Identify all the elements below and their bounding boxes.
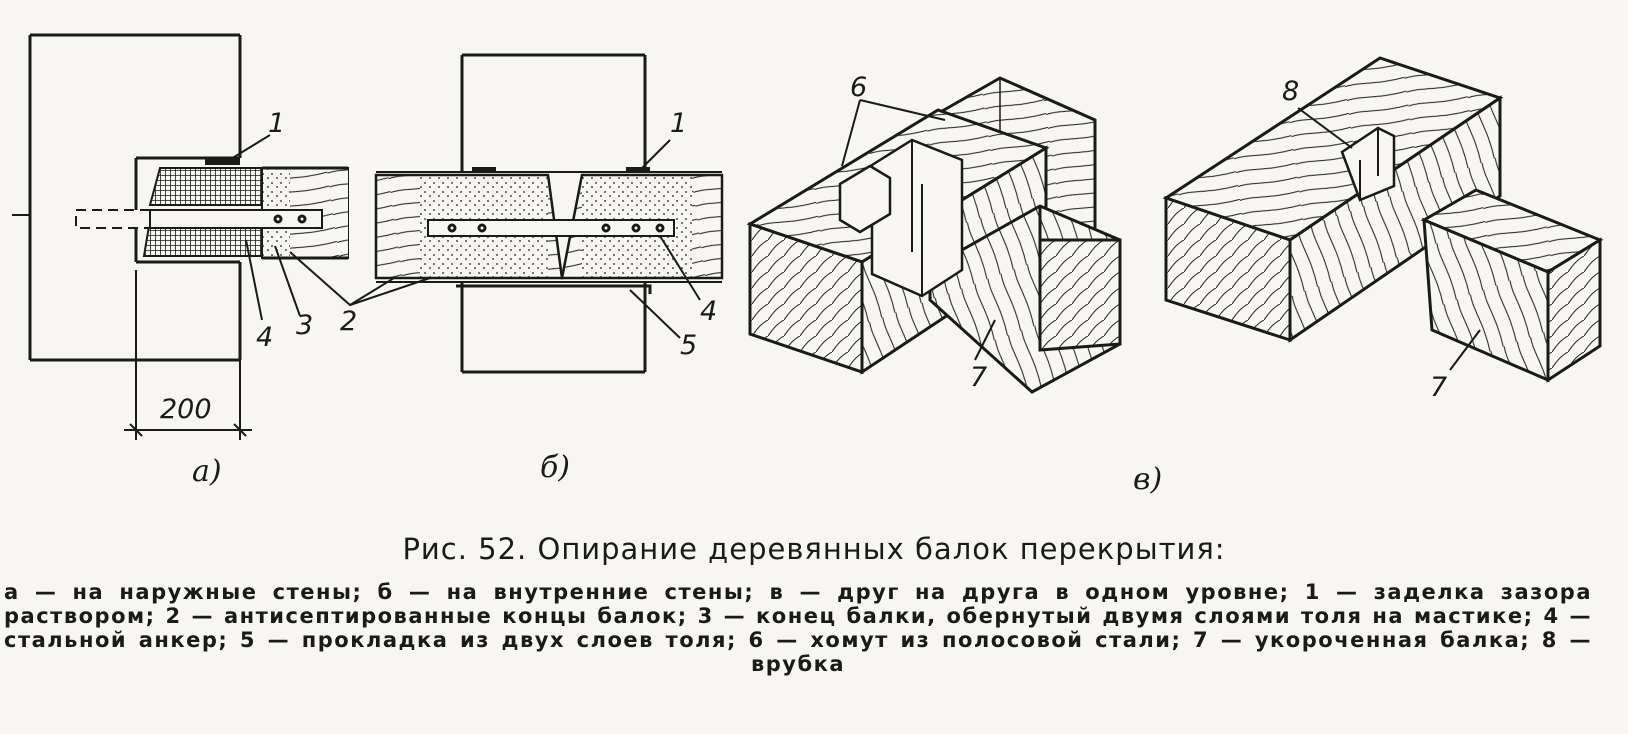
callout-v-7-right: 7 [1430, 372, 1448, 403]
subfigure-label-v: в) [1133, 462, 1163, 497]
subfigure-v-right-drawing [1162, 56, 1604, 383]
callout-a-1: 1 [268, 108, 286, 139]
subfigure-a-drawing [12, 33, 431, 440]
callout-v-6: 6 [850, 72, 868, 103]
figure-caption-legend: а — на наружные стены; б — на внутренние… [4, 580, 1592, 676]
subfigure-b-drawing [349, 53, 724, 374]
callout-a-2: 2 [340, 306, 358, 337]
callout-b-1: 1 [670, 108, 688, 139]
figure-caption-title: Рис. 52. Опирание деревянных балок перек… [402, 532, 1226, 566]
figure-area: а) б) в) 200 1 4 3 2 1 4 5 6 7 8 7 [12, 33, 1604, 497]
callout-a-3: 3 [296, 310, 314, 341]
callout-v-7-left: 7 [970, 362, 988, 393]
subfigure-label-a: а) [192, 454, 222, 489]
dimension-label: 200 [160, 394, 212, 425]
diagram-drawing [12, 33, 1604, 440]
subfigure-v-left-drawing [746, 76, 1122, 394]
subfigure-label-b: б) [540, 450, 571, 485]
callout-a-4: 4 [256, 322, 274, 353]
callout-v-8: 8 [1282, 76, 1300, 107]
callout-b-4: 4 [700, 296, 718, 327]
callout-b-5: 5 [680, 330, 698, 361]
